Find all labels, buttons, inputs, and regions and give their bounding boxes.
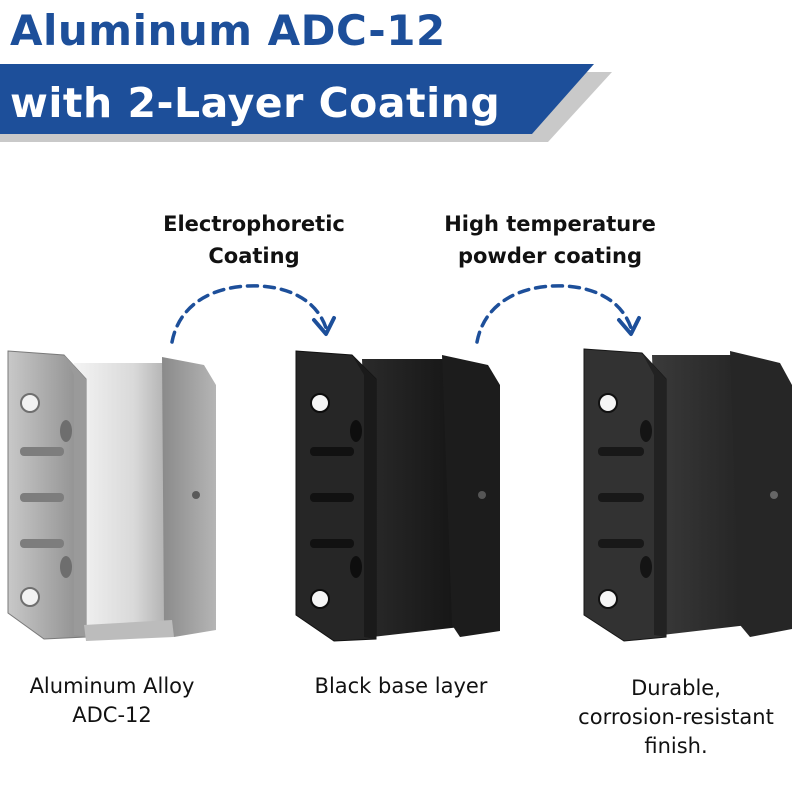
caption-durable-finish: Durable, corrosion-resistant finish.: [554, 674, 798, 761]
caption-line: Aluminum Alloy: [29, 674, 195, 698]
caption-line: ADC-12: [72, 703, 152, 727]
step-label-line: Electrophoretic: [163, 212, 345, 236]
process-arrow-icon: [475, 284, 641, 344]
caption-line: finish.: [644, 734, 708, 758]
step-label-line: powder coating: [457, 244, 643, 268]
caption-line: corrosion-resistant: [578, 705, 774, 729]
step-label-electrophoretic: Electrophoretic Coating: [148, 208, 360, 272]
step-label-line: High temperature: [444, 212, 656, 236]
black-base-bracket-icon: [295, 350, 500, 642]
process-arrow-icon: [170, 284, 336, 344]
step-label-powder: High temperature powder coating: [418, 208, 682, 272]
caption-aluminum-alloy: Aluminum Alloy ADC-12: [4, 672, 220, 730]
title-banner: with 2-Layer Coating: [0, 64, 612, 142]
title-line-1: Aluminum ADC-12: [10, 6, 446, 55]
step-label-line: Coating: [208, 244, 300, 268]
caption-line: Black base layer: [314, 674, 488, 698]
banner-background: [0, 64, 612, 142]
title-line-2: with 2-Layer Coating: [10, 79, 501, 127]
caption-black-base-layer: Black base layer: [290, 672, 512, 701]
powder-coated-bracket-icon: [583, 348, 792, 642]
silver-aluminum-bracket-icon: [7, 350, 216, 641]
caption-line: Durable,: [631, 676, 721, 700]
